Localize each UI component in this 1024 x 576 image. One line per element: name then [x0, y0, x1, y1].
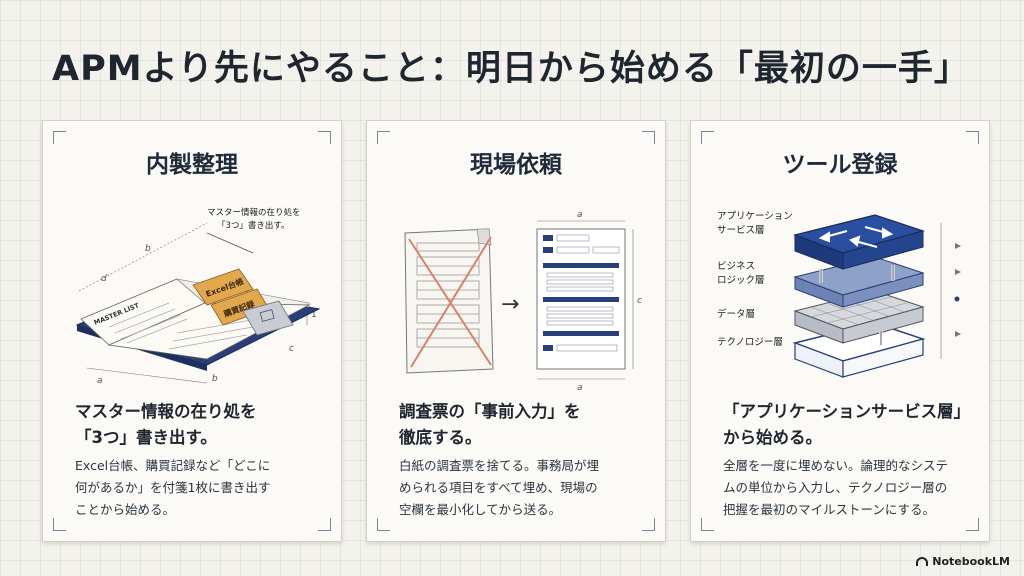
card-title: 内製整理 — [146, 152, 238, 178]
dim-c: c — [289, 344, 294, 354]
layer-label-app-1: アプリケーション — [717, 211, 793, 222]
notebooklm-logo: NotebookLM — [916, 555, 1010, 568]
logo-text: NotebookLM — [932, 555, 1010, 568]
card-body: 全層を一度に埋めない。論理的なシステ ムの単位から入力し、テクノロジー層の 把握… — [723, 458, 949, 517]
corner-mark — [701, 518, 714, 531]
layer-label-data: データ層 — [717, 308, 755, 320]
layer-label-biz-1: ビジネス — [717, 261, 755, 272]
dim-d: d — [101, 274, 107, 284]
corner-mark — [966, 518, 979, 531]
arrow-icon: → — [501, 292, 519, 317]
notebooklm-logo-icon — [916, 557, 929, 566]
dim-a-top: a — [577, 210, 583, 220]
card-insourcing: 内製整理 マスター情報の在り処を 「3つ」書き出す。 b d a b c 1 M… — [42, 120, 342, 542]
callout-line-1: マスター情報の在り処を — [207, 207, 301, 218]
survey-form-illustration: → a c a — [404, 210, 642, 393]
card-body: Excel台帳、購買記録など「どこに 何があるか」を付箋1枚に書き出す ことから… — [75, 458, 271, 517]
dim-a: a — [97, 376, 103, 386]
card-heading: 「アプリケーションサービス層」 から始める。 — [723, 402, 971, 447]
dim-c: c — [637, 296, 642, 306]
layer-label-tech: テクノロジー層 — [717, 337, 783, 348]
layer-stack-illustration: アプリケーション サービス層 ビジネス ロジック層 データ層 テクノロジー層 — [717, 211, 961, 378]
card-title: 現場依頼 — [470, 152, 562, 178]
corner-mark — [53, 131, 66, 144]
corner-mark — [53, 518, 66, 531]
corner-mark — [642, 131, 655, 144]
dim-b2: b — [212, 374, 218, 384]
corner-mark — [377, 518, 390, 531]
layer-label-biz-2: ロジック層 — [717, 275, 765, 286]
dim-1: 1 — [311, 310, 317, 320]
corner-mark — [642, 518, 655, 531]
card-site-request: 現場依頼 → — [366, 120, 666, 542]
callout-line-2: 「3つ」書き出す。 — [217, 220, 290, 231]
dim-a-bottom: a — [577, 383, 583, 393]
card-heading: マスター情報の在り処を 「3つ」書き出す。 — [75, 402, 257, 447]
layer-label-app-2: サービス層 — [717, 225, 765, 236]
page-title: APMより先にやること：明日から始める「最初の一手」 — [52, 49, 970, 89]
card-title: ツール登録 — [782, 152, 898, 178]
card-heading: 調査票の「事前入力」を 徹底する。 — [399, 402, 581, 447]
card-tool-registration: ツール登録 アプリケーション サービス層 ビジネス ロジック層 データ層 テクノ… — [690, 120, 990, 542]
master-list-book-illustration: マスター情報の在り処を 「3つ」書き出す。 b d a b c 1 MASTER… — [75, 207, 321, 386]
corner-mark — [318, 131, 331, 144]
dim-b: b — [145, 244, 151, 254]
corner-mark — [377, 131, 390, 144]
corner-mark — [966, 131, 979, 144]
corner-mark — [318, 518, 331, 531]
card-body: 白紙の調査票を捨てる。事務局が埋 められる項目をすべて埋め、現場の 空欄を最小化… — [399, 458, 600, 517]
corner-mark — [701, 131, 714, 144]
